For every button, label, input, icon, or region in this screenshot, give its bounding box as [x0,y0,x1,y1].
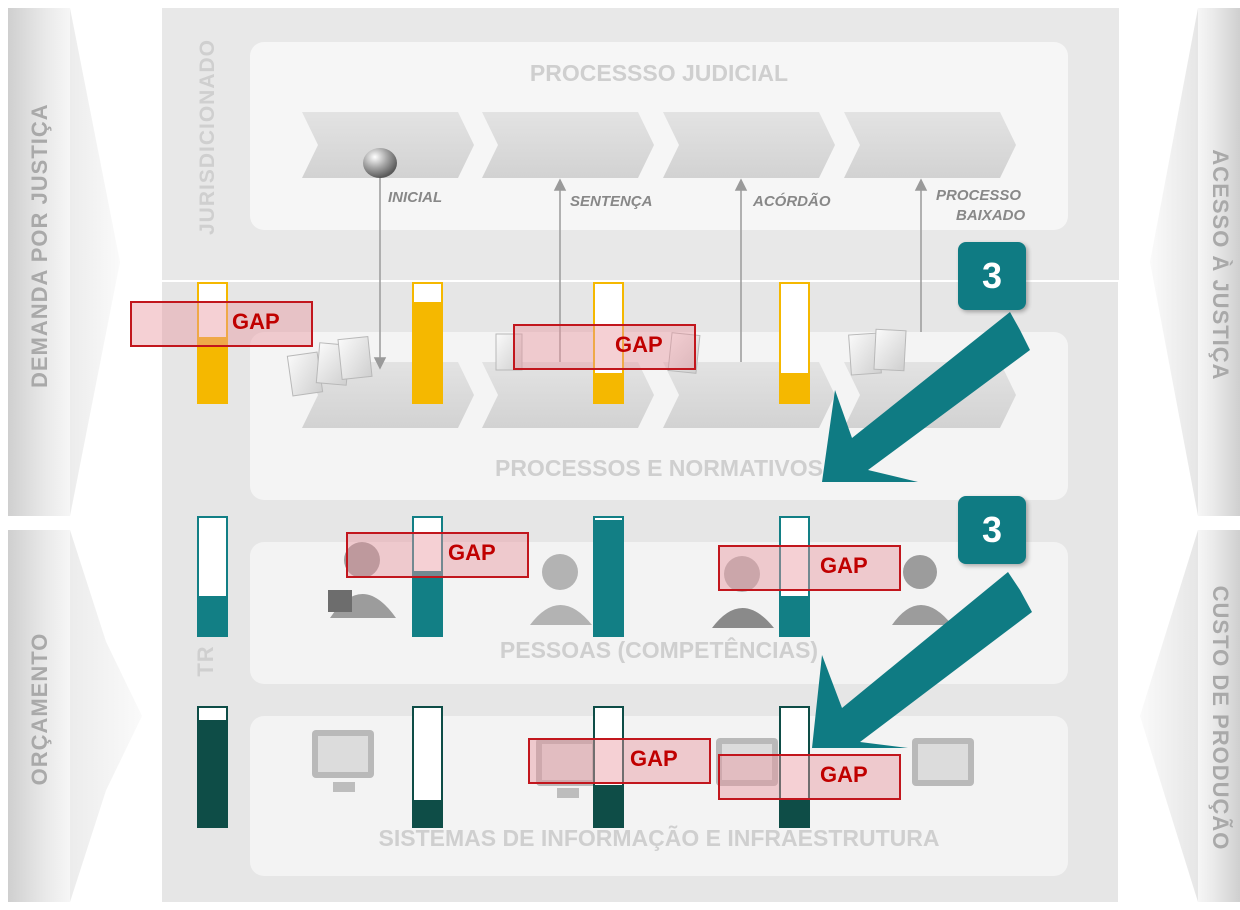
sistemas-panel-title: SISTEMAS DE INFORMAÇÃO E INFRAESTRUTURA [378,825,940,851]
processos-panel-title: PROCESSOS E NORMATIVOS [494,455,823,481]
processos-level-fill [414,301,441,402]
gap-box: GAP [718,754,901,800]
milestone-processo-baixado-line2: BAIXADO [956,207,1026,224]
processos-level-bar [779,282,810,404]
sistemas-level-fill [414,800,441,826]
step-arrow-1 [822,312,1030,482]
gap-box: GAP [130,301,313,347]
sistemas-level-bar [593,706,624,828]
custo-de-producao-tab [1198,530,1240,902]
demanda-por-justica-tab [8,8,70,516]
sistemas-level-bar [412,706,443,828]
pessoas-level-bar [197,516,228,637]
milestone-lines [373,176,928,370]
document-stack-icon [286,328,907,397]
processos-level-fill [199,337,226,402]
sistemas-level-fill [199,719,226,826]
gap-label: GAP [615,332,663,357]
computer-monitor-icon [312,730,974,798]
milestone-sentenca: SENTENÇA [570,193,653,210]
judicial-chevrons [302,112,1016,178]
gap-box: GAP [528,738,711,784]
milestone-processo-baixado-line1: PROCESSO [936,187,1022,204]
step-arrow-2 [812,572,1032,748]
gap-label: GAP [820,553,868,578]
pessoas-level-bar [593,516,624,637]
milestone-inicial: INICIAL [388,189,443,206]
gap-label: GAP [630,746,678,771]
pessoas-panel-title: PESSOAS (COMPETÊNCIAS) [499,637,819,663]
chevron-stage-2 [482,112,654,178]
acesso-a-justica-tab [1198,8,1240,516]
gap-label: GAP [820,762,868,787]
pessoas-level-fill [595,520,622,635]
processos-level-fill [595,372,622,402]
gap-label: GAP [448,540,496,565]
sistemas-level-fill [781,800,808,826]
person-icon [328,542,952,628]
pessoas-level-fill [199,596,226,635]
milestone-acordao: ACÓRDÃO [753,193,831,210]
gap-box: GAP [513,324,696,370]
sistemas-level-fill [595,784,622,826]
gap-label: GAP [232,309,280,334]
chevron-stage-1 [302,112,474,178]
gap-box: GAP [718,545,901,591]
judicial-panel-title: PROCESSSO JUDICIAL [529,60,789,86]
step-number-badge: 3 [958,242,1026,310]
sistemas-level-bar [779,706,810,828]
chevron-stage-3 [663,112,835,178]
pessoas-level-fill [414,570,441,635]
processos-level-bar [412,282,443,404]
processos-level-fill [781,372,808,402]
pessoas-level-bar [779,516,810,637]
gap-box: GAP [346,532,529,578]
step-number-badge: 3 [958,496,1026,564]
processos-level-bar [593,282,624,404]
pessoas-level-fill [781,596,808,635]
chevron-stage-4 [844,112,1016,178]
orcamento-tab [8,530,70,902]
sistemas-level-bar [197,706,228,828]
start-marker-icon [363,148,397,178]
chevron-proc-2 [482,362,654,428]
